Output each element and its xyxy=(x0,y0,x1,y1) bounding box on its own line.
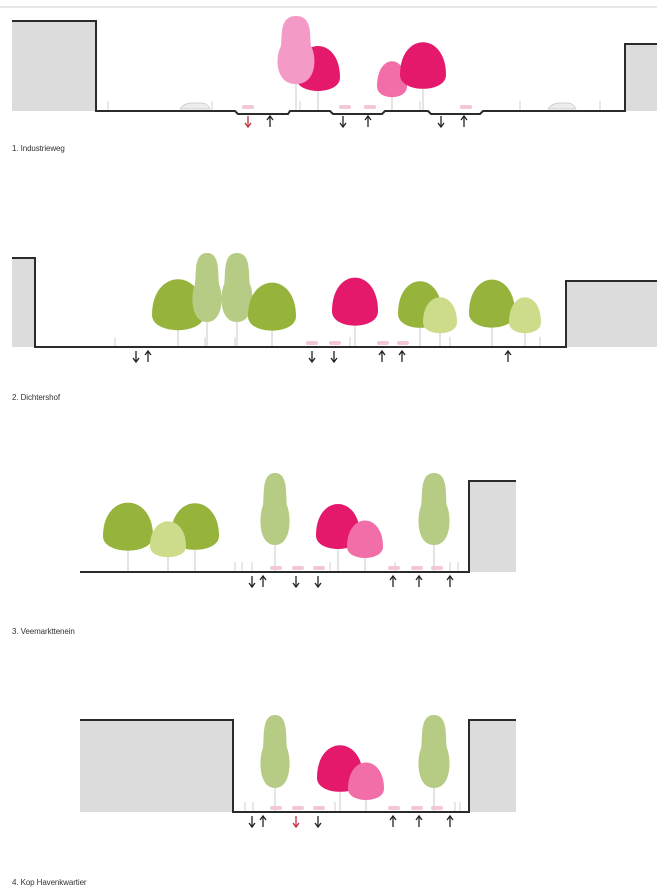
arrow-head xyxy=(244,122,252,129)
sections-layer xyxy=(12,16,657,829)
car xyxy=(292,566,304,570)
ground-profile xyxy=(80,719,516,813)
arrow-head xyxy=(266,114,274,121)
car xyxy=(270,566,282,570)
tree-crown xyxy=(277,16,315,84)
tree-crown xyxy=(332,277,378,326)
tree-crown xyxy=(248,282,296,331)
tree-crown xyxy=(192,253,222,322)
car xyxy=(377,341,389,345)
tree-crown xyxy=(150,521,186,558)
section-veemarkttenein xyxy=(80,473,516,589)
arrow-head xyxy=(292,822,300,829)
car xyxy=(270,806,282,810)
car xyxy=(329,341,341,345)
caption-dichtershof: 2. Dichtershof xyxy=(12,393,60,402)
building-block xyxy=(566,281,657,347)
tree-crown xyxy=(509,297,541,334)
caption-veemarkttenein: 3. Veemarkttenein xyxy=(12,627,75,636)
arrow-head xyxy=(437,122,445,129)
arrow-head xyxy=(259,814,267,821)
car xyxy=(306,341,318,345)
arrow-head xyxy=(446,814,454,821)
arrow-head xyxy=(330,357,338,364)
tree-crown xyxy=(418,473,450,545)
section-dichtershof xyxy=(12,253,657,364)
building-block xyxy=(12,21,96,111)
arrow-head xyxy=(248,582,256,589)
arrow-head xyxy=(339,122,347,129)
arrow-head xyxy=(314,582,322,589)
car xyxy=(339,105,351,109)
section-industrieweg xyxy=(12,16,657,129)
tree-crown xyxy=(418,715,450,788)
caption-kop-havenkwartier: 4. Kop Havenkwartier xyxy=(12,878,87,887)
car xyxy=(460,105,472,109)
arrow-head xyxy=(398,349,406,356)
building-block xyxy=(12,258,35,347)
arrow-head xyxy=(446,574,454,581)
ground-profile xyxy=(12,257,657,348)
tree-crown xyxy=(348,762,384,800)
arrow-head xyxy=(415,814,423,821)
arrow-head xyxy=(389,574,397,581)
arrow-head xyxy=(308,357,316,364)
tree-crown xyxy=(260,715,290,788)
tree-crown xyxy=(377,61,407,98)
tree-crown xyxy=(103,502,153,551)
car xyxy=(242,105,254,109)
car xyxy=(292,806,304,810)
car xyxy=(364,105,376,109)
car xyxy=(388,566,400,570)
arrow-head xyxy=(132,357,140,364)
car xyxy=(388,806,400,810)
tree-crown xyxy=(152,279,204,331)
arrow-head xyxy=(378,349,386,356)
arrow-head xyxy=(364,114,372,121)
car xyxy=(431,566,443,570)
arrow-head xyxy=(415,574,423,581)
caption-industrieweg: 1. Industrieweg xyxy=(12,144,65,153)
car xyxy=(431,806,443,810)
car xyxy=(397,341,409,345)
arrow-head xyxy=(259,574,267,581)
building-block xyxy=(625,44,657,111)
car xyxy=(313,806,325,810)
ground-profile xyxy=(12,20,657,115)
van xyxy=(547,102,577,110)
arrow-head xyxy=(460,114,468,121)
building-block xyxy=(469,720,516,812)
tree-crown xyxy=(347,520,383,558)
arrow-head xyxy=(504,349,512,356)
tree-crown xyxy=(260,473,290,545)
section-kop-havenkwartier xyxy=(80,715,516,829)
tree-crown xyxy=(400,42,446,89)
car xyxy=(313,566,325,570)
arrow-head xyxy=(292,582,300,589)
tree-crown xyxy=(221,253,253,322)
van xyxy=(179,102,211,110)
arrow-head xyxy=(248,822,256,829)
car xyxy=(411,566,423,570)
arrow-head xyxy=(389,814,397,821)
arrow-head xyxy=(314,822,322,829)
arrow-head xyxy=(144,349,152,356)
ground-profile xyxy=(80,480,516,573)
building-block xyxy=(469,481,516,572)
tree-crown xyxy=(469,279,515,328)
tree-crown xyxy=(423,297,457,334)
car xyxy=(411,806,423,810)
building-block xyxy=(80,720,233,812)
